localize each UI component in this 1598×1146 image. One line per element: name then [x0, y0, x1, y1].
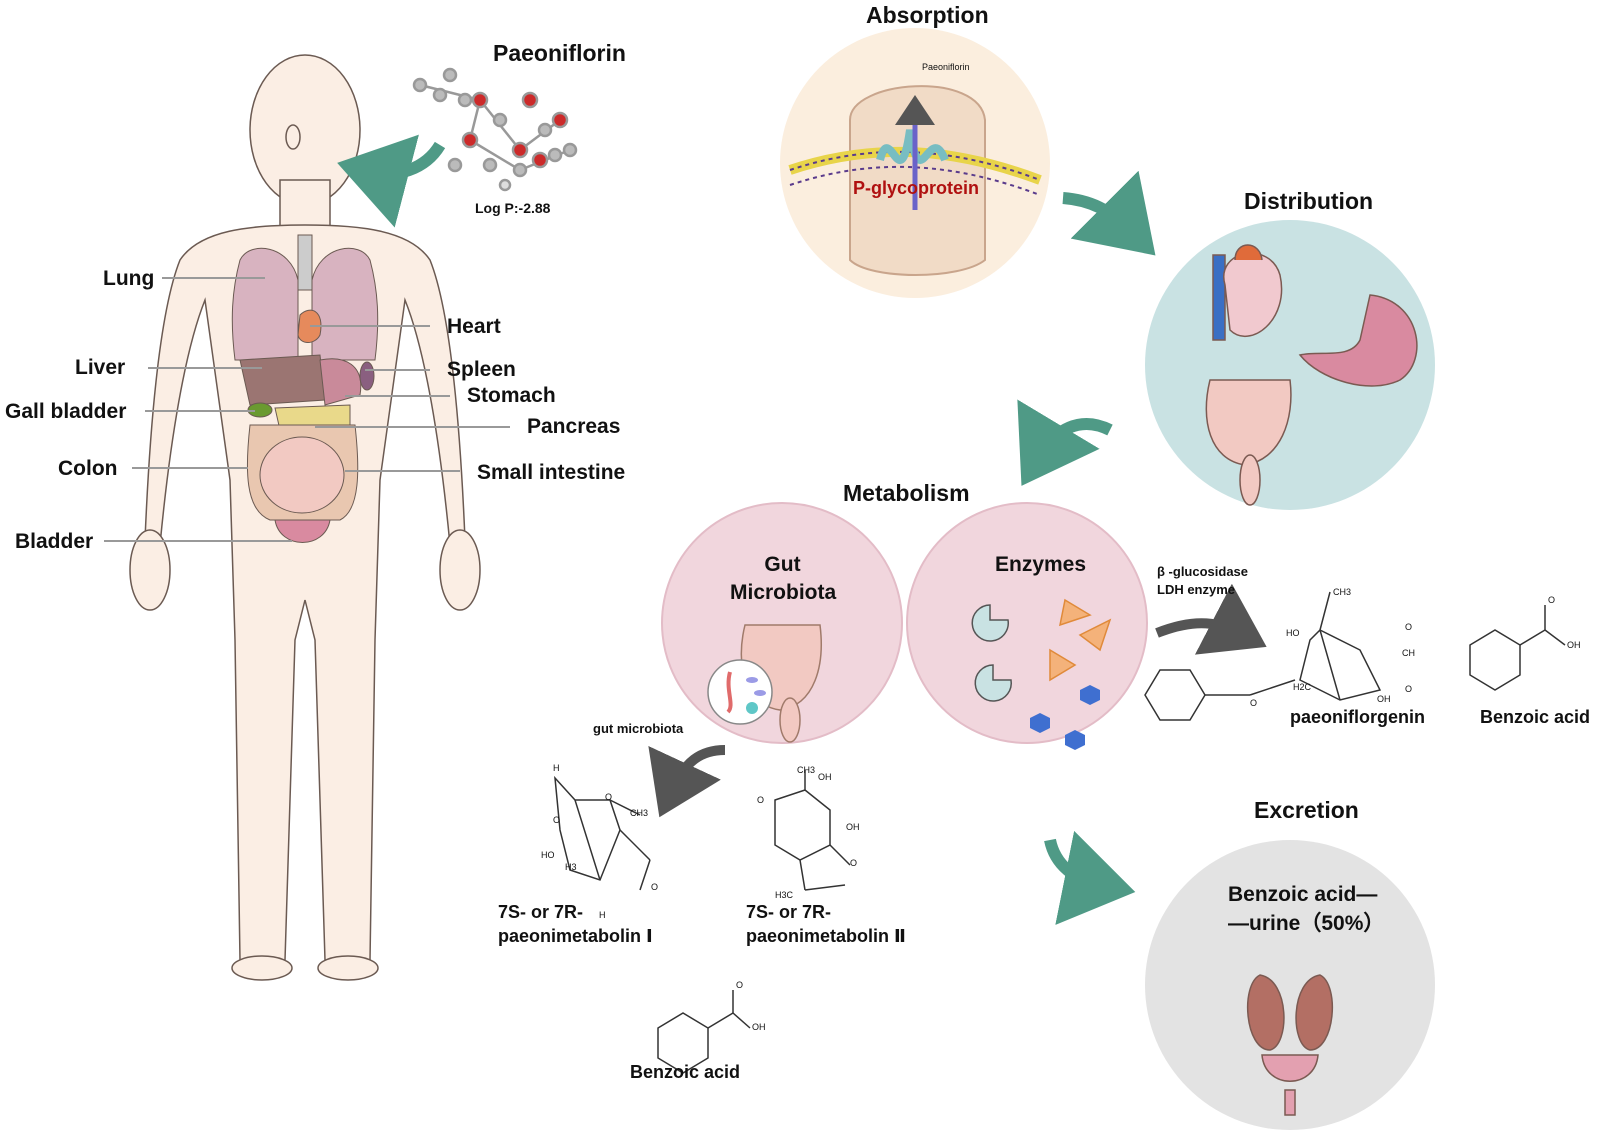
ldh-enzyme-label: LDH enzyme — [1157, 582, 1236, 597]
paeoniflorgenin-label: paeoniflorgenin — [1290, 707, 1425, 727]
distribution-title: Distribution — [1244, 188, 1374, 214]
organ-label-liver: Liver — [75, 356, 126, 379]
atom-o-m1-3: O — [651, 882, 659, 892]
atom-o-m1-2: O — [553, 815, 561, 825]
spleen-organ — [359, 361, 375, 391]
stomach-organ — [319, 358, 362, 406]
enzymes-circle — [906, 502, 1148, 744]
organ-label-spleen: Spleen — [447, 358, 516, 381]
atom-ho-m1: HO — [541, 850, 555, 860]
organ-label-bladder: Bladder — [15, 530, 94, 553]
excretion-title: Excretion — [1254, 797, 1359, 823]
paeonimetabolin-1-structure — [554, 775, 651, 891]
trachea — [297, 234, 313, 291]
atom-ho-pg: HO — [1286, 628, 1300, 638]
pacman-enzyme-1 — [971, 604, 1009, 642]
excretion-line2: —urine（50%） — [1228, 912, 1385, 935]
arrow-gut-metabolites — [648, 745, 726, 818]
intake-arrow — [337, 134, 446, 228]
atom-o-m2-2: O — [850, 858, 858, 868]
organ-label-pancreas: Pancreas — [527, 415, 621, 438]
atom-h-m1-2: H — [599, 910, 606, 920]
benzoic-acid-structure-bottom — [657, 990, 751, 1074]
gut-illustration — [707, 624, 822, 743]
organ-leader-lines — [104, 277, 510, 542]
organ-label-gall-bladder: Gall bladder — [5, 400, 127, 423]
benzoic-acid-right-label: Benzoic acid — [1480, 707, 1591, 727]
kidney-illustration — [1247, 974, 1333, 1116]
atom-ch3-m2: CH3 — [797, 765, 816, 775]
absorption-title: Absorption — [866, 2, 989, 28]
atom-h2c-pg: H2C — [1293, 682, 1312, 692]
absorption-inset-label: Paeoniflorin — [922, 62, 970, 72]
atom-ch3-pg: CH3 — [1333, 587, 1352, 597]
enzyme-shapes — [971, 598, 1112, 750]
paeoniflorin-title: Paeoniflorin — [493, 40, 626, 66]
atom-oh-ba-right: OH — [1567, 640, 1581, 650]
atom-ch3-m1: CH3 — [630, 808, 649, 818]
metabolism-title: Metabolism — [843, 480, 970, 506]
metabolite2-line1: 7S- or 7R- — [746, 902, 832, 922]
atom-o-m2-1: O — [757, 795, 765, 805]
atom-o-m1-1: O — [605, 792, 613, 802]
gut-microbiota-arrow-label: gut microbiota — [593, 721, 684, 736]
atom-o-ba-right: O — [1548, 595, 1556, 605]
atom-h-m1: H — [553, 763, 560, 773]
arrow-distribution-metabolism — [1017, 399, 1113, 486]
benzoic-acid-structure-right — [1469, 605, 1566, 691]
bladder-organ — [274, 519, 331, 543]
distribution-illustration — [1205, 244, 1418, 506]
liver-organ — [239, 354, 326, 406]
human-body — [129, 54, 481, 981]
metabolite2-line2: paeonimetabolin Ⅱ — [746, 926, 906, 946]
heart-organ — [297, 309, 322, 343]
gut-label-line1: Gut — [764, 553, 801, 576]
beta-glucosidase-label: β -glucosidase — [1157, 564, 1249, 579]
lung-right — [311, 247, 379, 361]
gut-label-line2: Microbiota — [730, 581, 837, 604]
paeoniflorin-molecule — [412, 67, 578, 192]
organ-label-colon: Colon — [58, 457, 118, 480]
benzoic-acid-bottom-label: Benzoic acid — [630, 1062, 741, 1082]
paeonimetabolin-2-structure — [774, 770, 851, 891]
organ-label-heart: Heart — [447, 315, 501, 338]
atom-o-pg-2: O — [1405, 684, 1413, 694]
logp-label: Log P:-2.88 — [475, 200, 551, 216]
organ-label-lung: Lung — [103, 267, 155, 290]
atom-o-pg-3: O — [1250, 698, 1258, 708]
atom-oh-m2-1: OH — [818, 772, 832, 782]
enzymes-label: Enzymes — [995, 553, 1087, 576]
atom-h3-m1: H3 — [565, 862, 577, 872]
atom-oh-pg: OH — [1377, 694, 1391, 704]
organs — [231, 234, 379, 543]
absorption-illustration — [788, 85, 1042, 276]
atom-h3c-m2: H3C — [775, 890, 794, 900]
atom-ch-pg: CH — [1402, 648, 1415, 658]
metabolite1-line1: 7S- or 7R- — [498, 902, 584, 922]
arrow-metabolism-excretion — [1044, 830, 1136, 925]
excretion-circle — [1145, 840, 1435, 1130]
small-intestine-organ — [259, 436, 345, 514]
paeoniflorgenin-structure — [1144, 591, 1382, 721]
excretion-line1: Benzoic acid— — [1228, 883, 1378, 906]
atom-o-ba-bottom: O — [736, 980, 744, 990]
atom-oh-ba-bottom: OH — [752, 1022, 766, 1032]
metabolite1-line2: paeonimetabolin Ⅰ — [498, 926, 653, 946]
arrow-enzymes-paeoniflorgenin — [1155, 583, 1267, 655]
atom-oh-m2-2: OH — [846, 822, 860, 832]
organ-label-small-intestine: Small intestine — [477, 461, 626, 484]
organ-label-stomach: Stomach — [467, 384, 556, 407]
lung-left — [231, 247, 299, 361]
arrow-absorption-distribution — [1062, 170, 1156, 256]
atom-o-pg-1: O — [1405, 622, 1413, 632]
p-glycoprotein-label: P-glycoprotein — [853, 178, 980, 198]
pacman-enzyme-2 — [974, 664, 1012, 702]
